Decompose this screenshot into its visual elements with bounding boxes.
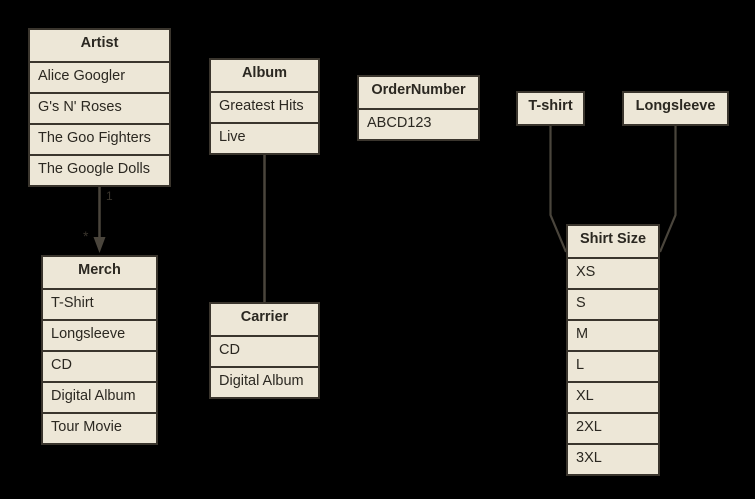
entity-row[interactable]: Longsleeve <box>43 319 156 350</box>
entity-row[interactable]: L <box>568 350 658 381</box>
entity-longsleeve[interactable]: Longsleeve <box>622 91 729 126</box>
entity-row[interactable]: Digital Album <box>211 366 318 397</box>
entity-row[interactable]: The Goo Fighters <box>30 123 169 154</box>
entity-row[interactable]: Live <box>211 122 318 153</box>
connector-tshirt-to-shirtsize <box>549 122 568 253</box>
entity-row[interactable]: XL <box>568 381 658 412</box>
entity-header: T-shirt <box>518 93 583 124</box>
entity-artist[interactable]: Artist Alice Googler G's N' Roses The Go… <box>28 28 171 187</box>
entity-header: Artist <box>30 30 169 61</box>
entity-header: Carrier <box>211 304 318 335</box>
entity-row[interactable]: S <box>568 288 658 319</box>
entity-merch[interactable]: Merch T-Shirt Longsleeve CD Digital Albu… <box>41 255 158 445</box>
connector-longsleeve-to-shirtsize <box>658 122 677 253</box>
entity-row[interactable]: 3XL <box>568 443 658 474</box>
entity-row[interactable]: Digital Album <box>43 381 156 412</box>
edge-label-source-multiplicity: 1 <box>106 189 113 203</box>
entity-header: Longsleeve <box>624 93 727 124</box>
entity-ordernumber[interactable]: OrderNumber ABCD123 <box>357 75 480 141</box>
entity-row[interactable]: CD <box>43 350 156 381</box>
entity-row[interactable]: CD <box>211 335 318 366</box>
connector-artist-to-merch <box>93 182 106 253</box>
entity-carrier[interactable]: Carrier CD Digital Album <box>209 302 320 399</box>
entity-row[interactable]: M <box>568 319 658 350</box>
entity-row[interactable]: Alice Googler <box>30 61 169 92</box>
entity-row[interactable]: T-Shirt <box>43 288 156 319</box>
entity-header: OrderNumber <box>359 77 478 108</box>
entity-header: Shirt Size <box>568 226 658 257</box>
entity-row[interactable]: ABCD123 <box>359 108 478 139</box>
entity-tshirt[interactable]: T-shirt <box>516 91 585 126</box>
edge-label-target-multiplicity: * <box>83 228 89 244</box>
entity-header: Album <box>211 60 318 91</box>
entity-shirtsize[interactable]: Shirt Size XS S M L XL 2XL 3XL <box>566 224 660 476</box>
entity-row[interactable]: The Google Dolls <box>30 154 169 185</box>
entity-row[interactable]: Tour Movie <box>43 412 156 443</box>
entity-row[interactable]: XS <box>568 257 658 288</box>
entity-header: Merch <box>43 257 156 288</box>
entity-row[interactable]: G's N' Roses <box>30 92 169 123</box>
entity-album[interactable]: Album Greatest Hits Live <box>209 58 320 155</box>
entity-row[interactable]: 2XL <box>568 412 658 443</box>
entity-row[interactable]: Greatest Hits <box>211 91 318 122</box>
